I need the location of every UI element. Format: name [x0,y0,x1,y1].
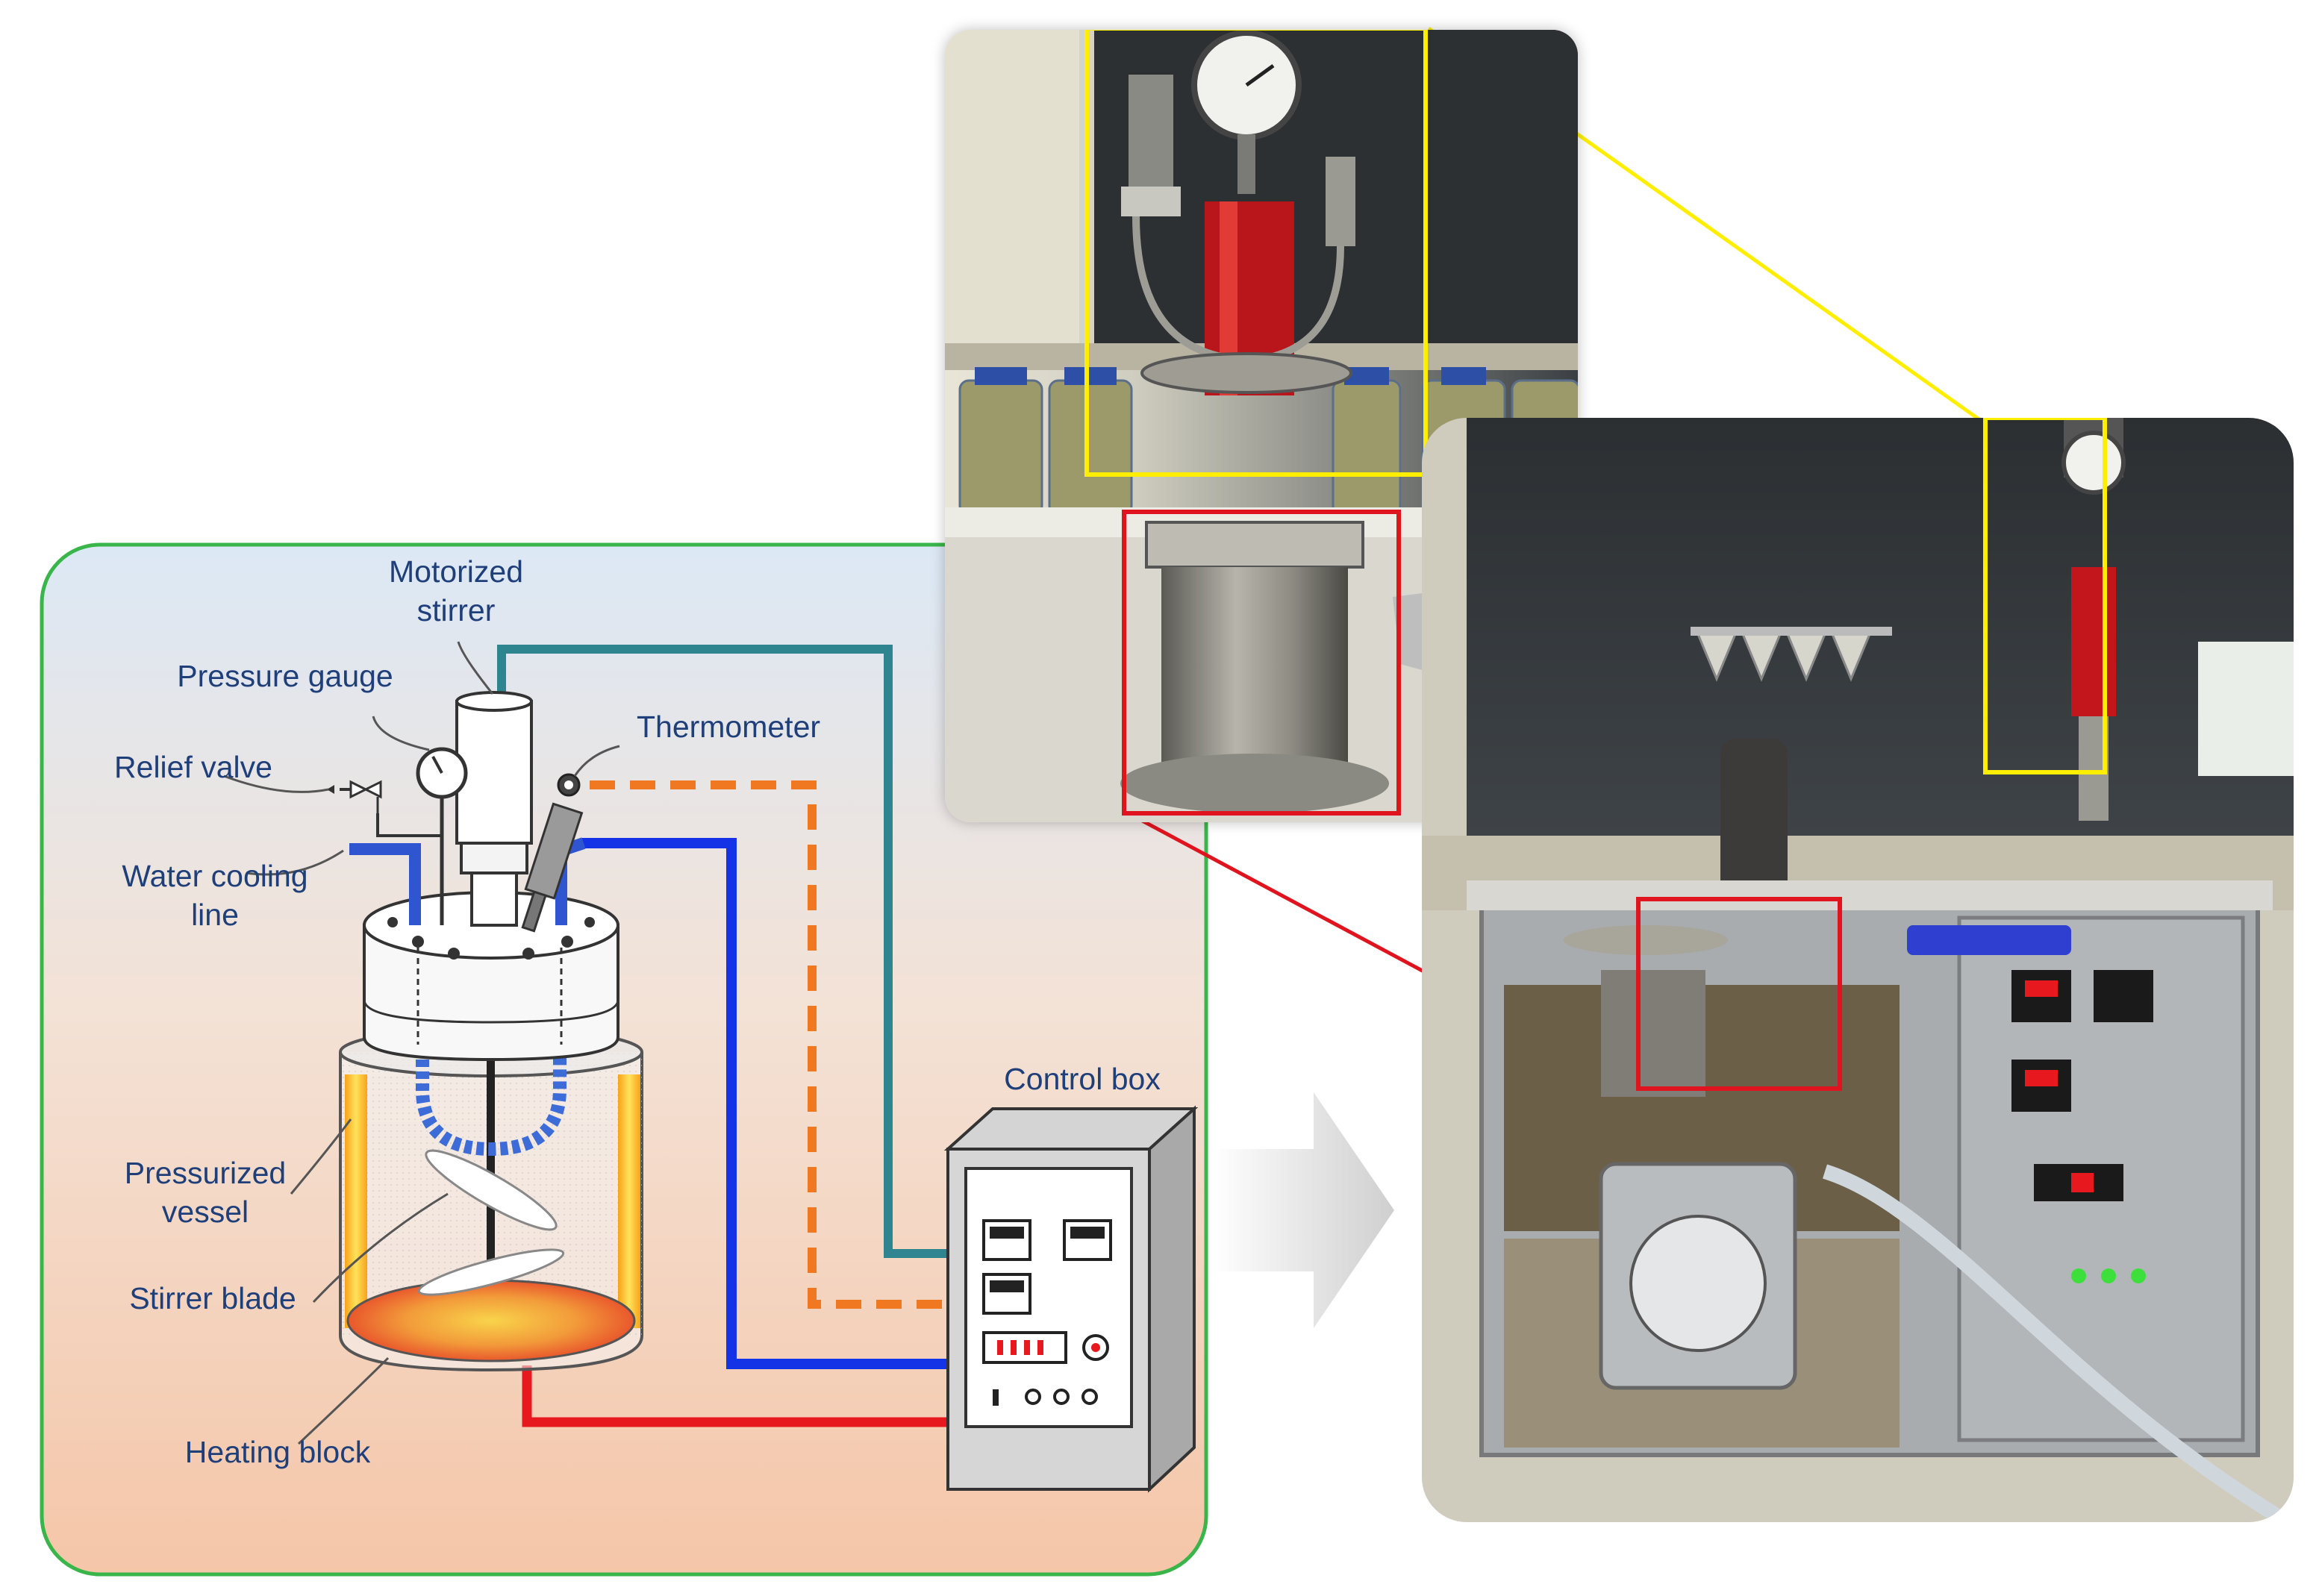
heating-block [346,1279,636,1362]
motorized-stirrer [455,700,533,845]
label-pressurized-vessel-l2: vessel [161,1195,249,1229]
stirrer-control-line [497,645,952,1258]
label-water-cooling-line: Water cooling line [103,857,327,934]
thermometer-signal-line [590,780,952,1309]
stirrer-shaft [487,970,495,1283]
vessel-lid [363,924,619,1062]
stirrer-blade-lower [417,1248,565,1296]
label-water-cooling-l1: Water cooling [122,859,308,893]
label-thermometer: Thermometer [636,710,821,744]
zoom-box-red-main [1636,897,1842,1091]
label-pressurized-vessel: Pressurized vessel [104,1154,306,1231]
label-control-box: Control box [1004,1062,1161,1096]
transition-arrow [1212,1092,1394,1328]
label-relief-valve: Relief valve [114,750,272,784]
control-box [943,1105,1199,1493]
label-heating-block: Heating block [184,1435,371,1469]
water-cooling-inlet [349,843,421,925]
label-motorized-stirrer-l1: Motorized [388,554,523,589]
label-water-cooling-l2: line [191,898,239,932]
heating-power-line [522,1365,952,1427]
label-pressure-gauge: Pressure gauge [177,659,393,693]
stirrer-blade-upper [425,1149,558,1231]
zoom-box-yellow-top [1084,30,1428,477]
label-motorized-stirrer-l2: stirrer [416,593,496,628]
cooling-water-line [582,838,952,1369]
label-pressurized-vessel-l1: Pressurized [124,1156,287,1190]
thermometer [521,802,584,933]
label-motorized-stirrer: Motorized stirrer [370,552,542,630]
zoom-box-yellow-main [1983,418,2107,774]
cooling-coil [416,970,566,1157]
heater-wall-left [345,1074,367,1328]
zoom-box-red-top [1122,510,1401,816]
reactor-system-photo [1422,418,2294,1522]
heater-wall-right [618,1074,640,1328]
label-stirrer-blade: Stirrer blade [129,1281,296,1315]
